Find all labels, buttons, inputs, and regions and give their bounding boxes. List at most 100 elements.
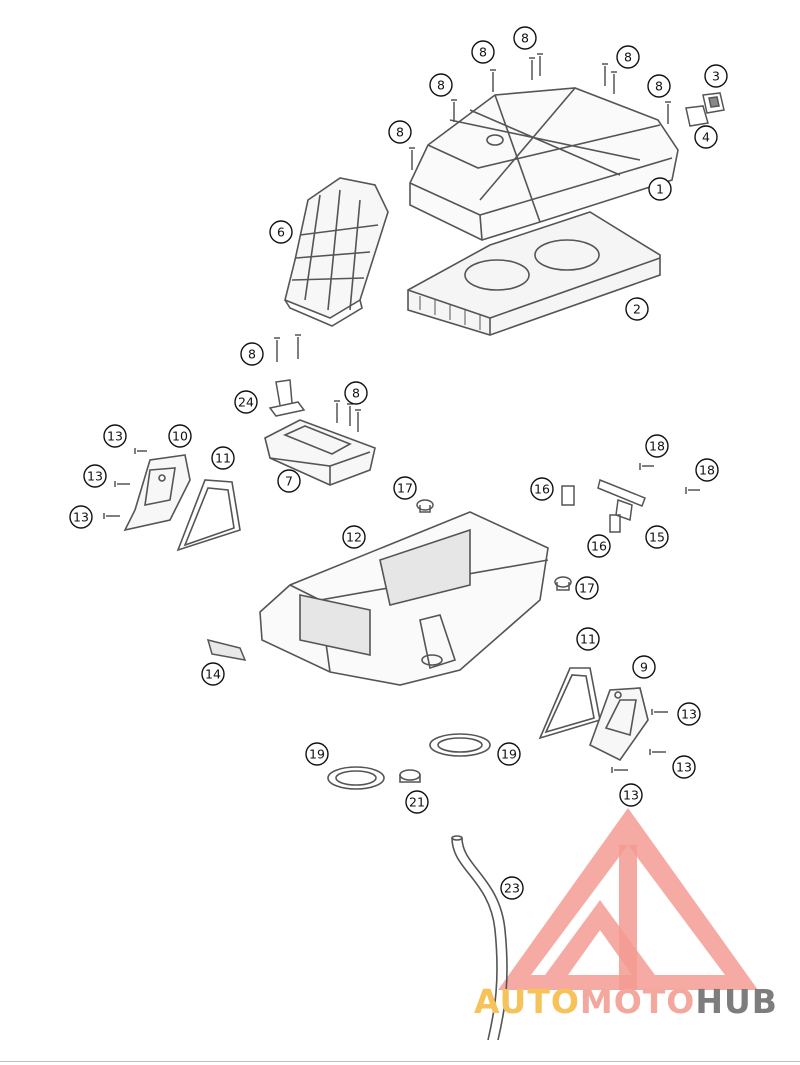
callout-8: 8 bbox=[471, 40, 495, 64]
part-14-clip bbox=[206, 638, 247, 661]
part-3-4-small-plate bbox=[685, 92, 725, 127]
callout-circle bbox=[625, 297, 649, 321]
callout-circle bbox=[393, 476, 417, 500]
callout-circle bbox=[305, 742, 329, 766]
callout-13: 13 bbox=[619, 783, 643, 807]
part-6-intake-duct bbox=[284, 177, 389, 327]
screws-13-right bbox=[611, 709, 668, 773]
callout-number: 8 bbox=[479, 45, 487, 60]
part-23-hose bbox=[451, 835, 508, 1041]
callout-circle bbox=[645, 434, 669, 458]
callout-number: 18 bbox=[649, 439, 665, 454]
callout-number: 10 bbox=[172, 429, 188, 444]
callout-number: 11 bbox=[215, 451, 231, 466]
callout-number: 8 bbox=[352, 386, 360, 401]
part-2-air-filter bbox=[407, 211, 661, 336]
callout-number: 2 bbox=[633, 302, 641, 317]
callout-18: 18 bbox=[645, 434, 669, 458]
watermark-text: AUTOMOTOHUB bbox=[474, 982, 794, 1022]
callout-10: 10 bbox=[168, 424, 192, 448]
callout-number: 9 bbox=[640, 660, 648, 675]
callout-circle bbox=[211, 446, 235, 470]
callout-circle bbox=[269, 220, 293, 244]
callout-1: 1 bbox=[648, 177, 672, 201]
callout-number: 13 bbox=[87, 469, 103, 484]
callout-8: 8 bbox=[240, 342, 264, 366]
callout-circle bbox=[69, 505, 93, 529]
callout-4: 4 bbox=[694, 125, 718, 149]
callout-circle bbox=[103, 424, 127, 448]
callout-circle bbox=[240, 342, 264, 366]
callout-circle bbox=[344, 381, 368, 405]
callout-number: 21 bbox=[409, 795, 425, 810]
callout-number: 23 bbox=[504, 881, 520, 896]
callout-19: 19 bbox=[497, 742, 521, 766]
callout-circle bbox=[647, 74, 671, 98]
callout-19: 19 bbox=[305, 742, 329, 766]
callout-circle bbox=[388, 120, 412, 144]
callout-circle bbox=[83, 464, 107, 488]
callout-circle bbox=[168, 424, 192, 448]
callout-circle bbox=[471, 40, 495, 64]
callout-18: 18 bbox=[695, 458, 719, 482]
callout-circle bbox=[429, 73, 453, 97]
part-7-housing bbox=[264, 419, 376, 486]
callout-circle bbox=[513, 26, 537, 50]
callout-circle bbox=[500, 876, 524, 900]
callout-circle bbox=[704, 64, 728, 88]
part-1-airbox-lid bbox=[409, 87, 679, 241]
callout-circle bbox=[648, 177, 672, 201]
callout-circle bbox=[234, 390, 258, 414]
callout-circle bbox=[587, 534, 611, 558]
callout-circle bbox=[632, 655, 656, 679]
callout-circle bbox=[277, 469, 301, 493]
callout-circle bbox=[672, 755, 696, 779]
callout-8: 8 bbox=[513, 26, 537, 50]
watermark-text-part1: AUTO bbox=[474, 982, 580, 1021]
callout-15: 15 bbox=[645, 525, 669, 549]
callout-number: 6 bbox=[277, 225, 285, 240]
callout-number: 12 bbox=[346, 530, 362, 545]
callout-24: 24 bbox=[234, 390, 258, 414]
callout-17: 17 bbox=[393, 476, 417, 500]
callout-11: 11 bbox=[211, 446, 235, 470]
callout-8: 8 bbox=[429, 73, 453, 97]
callout-circle bbox=[616, 45, 640, 69]
callout-number: 13 bbox=[681, 707, 697, 722]
callout-number: 24 bbox=[238, 395, 254, 410]
callout-circle bbox=[619, 783, 643, 807]
part-15-16-18-fittings bbox=[561, 463, 700, 533]
callout-circle bbox=[576, 627, 600, 651]
callout-number: 8 bbox=[396, 125, 404, 140]
callout-circle bbox=[575, 576, 599, 600]
callout-13: 13 bbox=[69, 505, 93, 529]
watermark-text-part2: MOTO bbox=[579, 982, 696, 1021]
callout-circle bbox=[201, 662, 225, 686]
part-11-right-and-part-9 bbox=[538, 667, 649, 762]
callout-13: 13 bbox=[677, 702, 701, 726]
callout-number: 19 bbox=[309, 747, 325, 762]
watermark-text-part3: HUB bbox=[695, 982, 778, 1021]
callout-6: 6 bbox=[269, 220, 293, 244]
callout-number: 19 bbox=[501, 747, 517, 762]
callout-9: 9 bbox=[632, 655, 656, 679]
callout-8: 8 bbox=[616, 45, 640, 69]
callout-circle bbox=[342, 525, 366, 549]
callout-circle bbox=[695, 458, 719, 482]
callout-23: 23 bbox=[500, 876, 524, 900]
callout-8: 8 bbox=[344, 381, 368, 405]
screws-8-middle bbox=[274, 334, 361, 432]
callout-16: 16 bbox=[530, 477, 554, 501]
callout-2: 2 bbox=[625, 297, 649, 321]
part-24-bracket bbox=[268, 379, 306, 417]
callout-number: 13 bbox=[623, 788, 639, 803]
callout-number: 11 bbox=[580, 632, 596, 647]
callout-11: 11 bbox=[576, 627, 600, 651]
callout-number: 8 bbox=[248, 347, 256, 362]
callout-number: 15 bbox=[649, 530, 665, 545]
callout-3: 3 bbox=[704, 64, 728, 88]
callout-number: 18 bbox=[699, 463, 715, 478]
bottom-divider bbox=[0, 1061, 800, 1062]
callout-circle bbox=[497, 742, 521, 766]
